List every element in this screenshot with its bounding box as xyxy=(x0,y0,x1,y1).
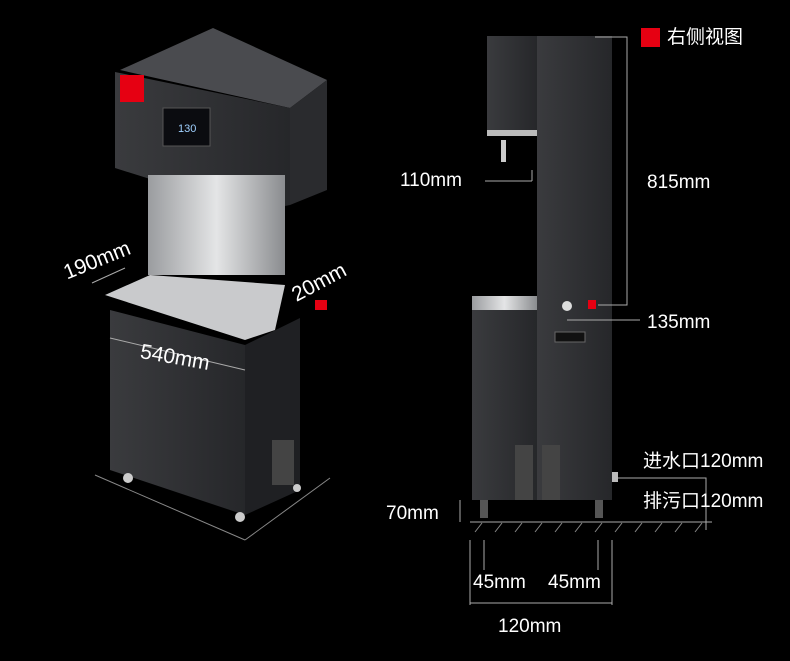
dimension-lines xyxy=(91,36,712,605)
dim-faucet-offset: 110mm xyxy=(400,170,462,191)
dim-foot-height: 70mm xyxy=(386,503,439,524)
warning-label xyxy=(120,75,144,102)
svg-text:130: 130 xyxy=(178,123,196,135)
dim-drain: 排污口120mm xyxy=(643,491,764,512)
dim-base-depth: 120mm xyxy=(498,616,562,637)
display-screen xyxy=(162,107,211,147)
dim-height-upper: 815mm xyxy=(647,172,711,193)
dim-foot-right: 45mm xyxy=(548,572,601,593)
legend-marker xyxy=(641,28,660,47)
dim-height-lower: 135mm xyxy=(647,312,711,333)
floor-hatch xyxy=(474,522,703,533)
front-machine: 130 xyxy=(94,28,331,541)
view-label: 右侧视图 xyxy=(667,27,744,48)
dim-foot-left: 45mm xyxy=(473,572,526,593)
side-view-machine xyxy=(472,36,618,518)
dim-inlet: 进水口120mm xyxy=(643,451,764,472)
